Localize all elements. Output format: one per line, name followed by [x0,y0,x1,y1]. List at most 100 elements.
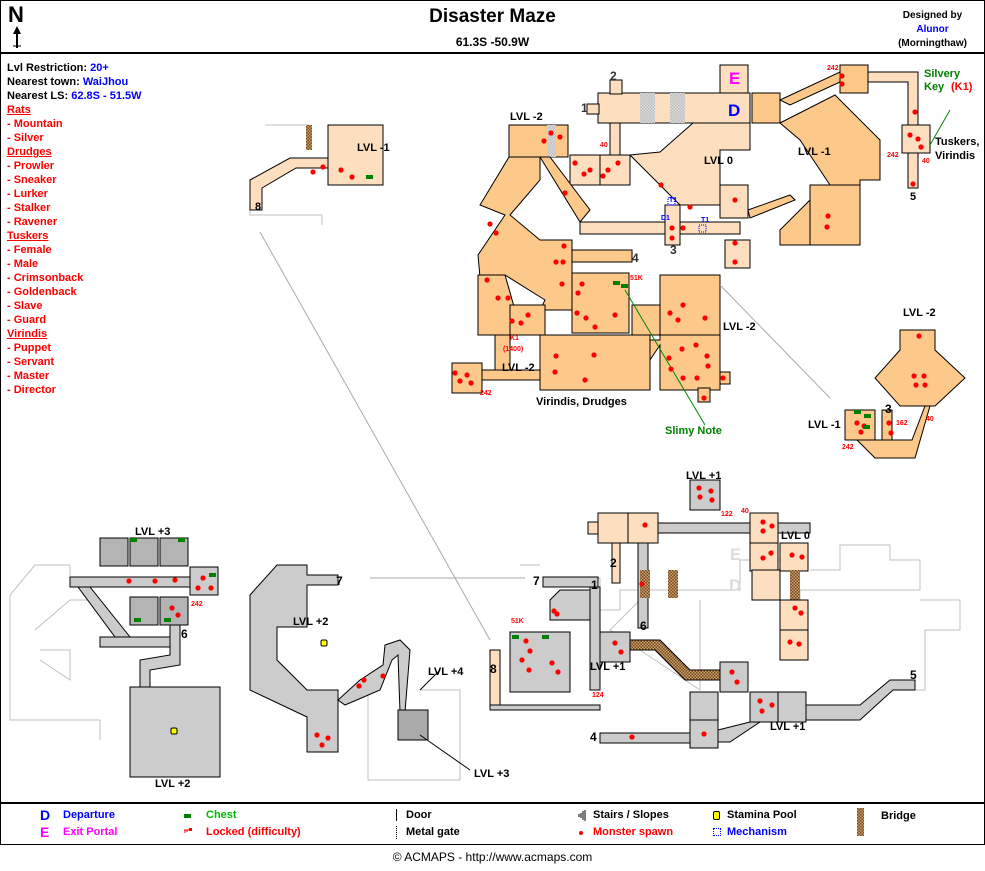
corridor [249,564,339,753]
monster-spawn-dot [523,638,529,644]
room [539,334,651,391]
bridge [629,639,721,681]
monster-spawn-dot [561,243,567,249]
room [599,732,691,744]
designer-name: Alunor [916,24,949,35]
ghost-outlines [9,124,961,781]
corridor [249,157,331,211]
lock-difficulty: 40 [741,508,749,515]
nearest-town-label: Nearest town: [7,76,80,88]
legend-chest: Chest [206,809,237,821]
north-indicator: N [8,2,24,48]
dungeon-info: Lvl Restriction: 20+ Nearest town: WaiJh… [7,61,142,397]
connector-lines [259,109,951,771]
monster-spawn-dot [562,190,568,196]
bridge [668,570,678,598]
chest-icon [209,573,216,577]
room [327,124,384,186]
lock-difficulty: 40 [926,416,934,423]
monster-spawn-dot [680,225,686,231]
legend-stamina-pool: Stamina Pool [727,809,797,821]
room [659,274,721,336]
monster-spawn-dot [888,430,894,436]
note-pointer-line [624,289,706,426]
monster-spawn-dot [356,683,362,689]
room [489,649,501,706]
monster-spawn-dot [667,310,673,316]
room [99,636,181,648]
corridor [539,156,591,223]
chest-icon [366,175,373,179]
ghost-outline [9,564,101,740]
nearest-ls-label: Nearest LS: [7,90,69,102]
corridor [855,405,931,459]
room [697,387,711,403]
monster-spawn-dot [757,698,763,704]
monster-spawn-dot [555,669,561,675]
monster-spawn-dot [708,488,714,494]
legend-divider [0,802,985,804]
server-name: (Morningthaw) [898,38,967,49]
exit-number-8: 8 [255,201,261,213]
monster-spawn-dot [464,372,470,378]
monster-spawn-dot [709,497,715,503]
monster-spawn-dot [519,657,525,663]
monster-spawn-dot [720,375,726,381]
monster-spawn-dot [696,485,702,491]
level-label: LVL +1 [770,721,805,733]
monster-spawn-dot [907,132,913,138]
monster-spawn-dot [911,373,917,379]
monster-spawn-dot [505,295,511,301]
departure-marker: D [728,101,740,120]
designed-by-label: Designed by [902,10,963,21]
level-restriction-label: Lvl Restriction: [7,62,88,74]
monster-spawn-dot [796,641,802,647]
monster-spawn-dot [484,277,490,283]
monster-spawn-dot [527,648,533,654]
monster-spawn-dot [639,581,645,587]
monster-spawn-dot [325,735,331,741]
creature-list-item: - Male [7,258,39,270]
monster-spawn-dot [559,281,565,287]
monster-spawn-dot [208,585,214,591]
monster-spawn-dot [320,164,326,170]
monster-spawn-dot [525,312,531,318]
monster-spawn-dot [701,731,707,737]
creature-list-item: - Servant [7,356,55,368]
monster-spawn-dot [729,669,735,675]
monster-spawn-dot [669,235,675,241]
room [779,629,809,661]
monster-spawn-dot [675,317,681,323]
north-arrow-icon [13,26,21,48]
monster-spawn-dot [734,679,740,685]
legend-bridge: Bridge [881,810,916,822]
monster-spawn-dot [314,732,320,738]
lock-difficulty: 242 [480,390,492,397]
monster-spawn-dot [824,224,830,230]
monster-spawn-dot [457,378,463,384]
chest-icon [178,538,185,542]
exit-number-6: 6 [181,627,188,641]
chest-icon [512,635,519,639]
departure-ghost: D [729,576,741,595]
lock-difficulty: 51K [511,618,524,625]
room [609,79,623,95]
stamina-pool-icon [320,639,328,647]
room [508,124,569,158]
exit-number-4: 4 [590,730,597,744]
monster-spawn-dot [922,382,928,388]
room [777,691,807,723]
level-label: LVL -1 [798,146,831,158]
room [509,631,571,693]
connector-line [259,231,491,641]
room [749,512,779,544]
corridor [867,71,919,126]
room [451,362,483,394]
mechanism-icon [698,224,707,233]
monster-spawn-dot [915,136,921,142]
monster-spawn-dot [799,554,805,560]
room [397,709,429,741]
creature-group-header: Drudges [7,146,52,158]
monster-spawn-dot [792,605,798,611]
lock-icon [184,828,192,833]
